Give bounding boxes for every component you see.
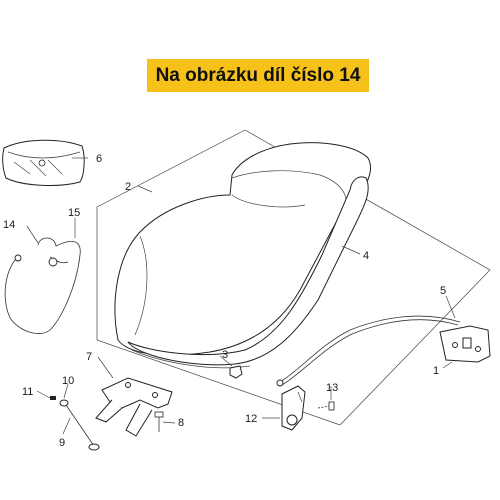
banner-text: Na obrázku díl číslo 14 <box>155 64 361 86</box>
screw-part-13 <box>317 401 335 411</box>
callout-9: 9 <box>59 437 65 449</box>
bolt-part-8 <box>154 411 164 432</box>
washer-part-10 <box>59 399 69 407</box>
bracket-part-7 <box>95 377 173 437</box>
latch-part-1 <box>439 325 491 363</box>
cable-part-15 <box>4 237 81 334</box>
callout-7: 7 <box>86 351 92 363</box>
cable-part-5 <box>276 315 461 387</box>
callout-12: 12 <box>245 413 257 425</box>
callout-11: 11 <box>22 386 33 398</box>
clip-part-11 <box>50 396 56 400</box>
callout-13: 13 <box>326 382 338 394</box>
callout-1: 1 <box>433 365 439 377</box>
seat-part <box>114 142 372 356</box>
callout-6: 6 <box>96 153 102 165</box>
highlight-banner: Na obrázku díl číslo 14 <box>147 59 369 92</box>
callout-3: 3 <box>222 349 228 361</box>
callout-15: 15 <box>68 207 80 219</box>
callout-2: 2 <box>125 181 131 193</box>
bumper-part-3 <box>229 365 243 379</box>
callout-10: 10 <box>62 375 74 387</box>
cable-end-part-14 <box>14 254 22 262</box>
pin-part-9 <box>63 401 100 451</box>
cover-part-6 <box>2 139 85 186</box>
lock-part-12 <box>281 385 306 431</box>
callout-4: 4 <box>363 250 369 262</box>
callout-14: 14 <box>3 219 15 231</box>
leader-lines <box>26 157 456 435</box>
callout-8: 8 <box>178 417 184 429</box>
callout-5: 5 <box>440 285 446 297</box>
panel-outline <box>96 129 491 426</box>
